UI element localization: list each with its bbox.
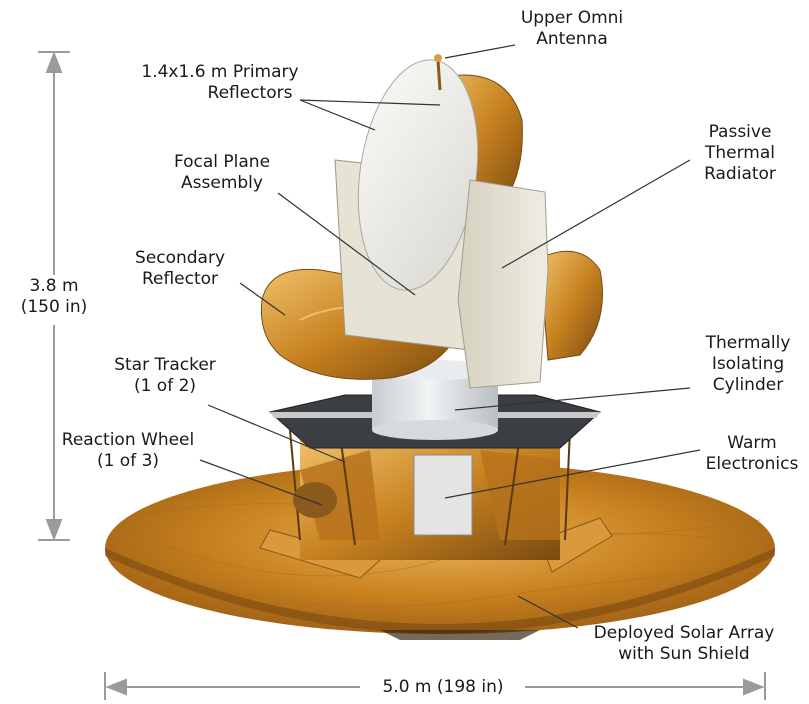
label-star-tracker: Star Tracker(1 of 2): [114, 355, 216, 396]
width-dimension: [104, 672, 766, 700]
leader-lines: [199, 44, 701, 629]
height-dimension-label: 3.8 m (150 in): [8, 276, 100, 318]
label-reaction-wheel: Reaction Wheel(1 of 3): [61, 430, 195, 471]
width-dimension-label: 5.0 m (198 in): [364, 677, 522, 698]
reaction-wheel-shape: [293, 482, 337, 518]
height-dimension: [38, 51, 70, 541]
passive-thermal-radiator: [457, 179, 549, 389]
right-blanket: [539, 250, 603, 361]
spacecraft-bus: [289, 429, 571, 560]
upper-omni-antenna: [434, 54, 442, 91]
